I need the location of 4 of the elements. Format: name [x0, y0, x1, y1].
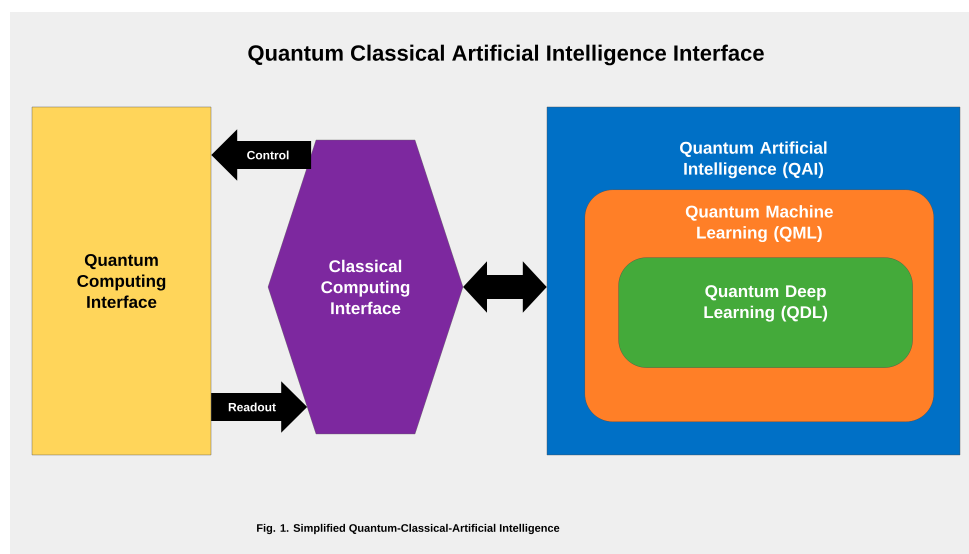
- figure-caption: Fig. 1. Simplified Quantum-Classical-Artificial Intelligence: [257, 524, 560, 534]
- interface-box: Quantum Computing Interface: [32, 106, 212, 456]
- rounded-box: Quantum Deep Learning (QDL): [618, 257, 913, 368]
- diagram-title: Quantum Classical Artificial Intelligence Interface: [248, 44, 764, 66]
